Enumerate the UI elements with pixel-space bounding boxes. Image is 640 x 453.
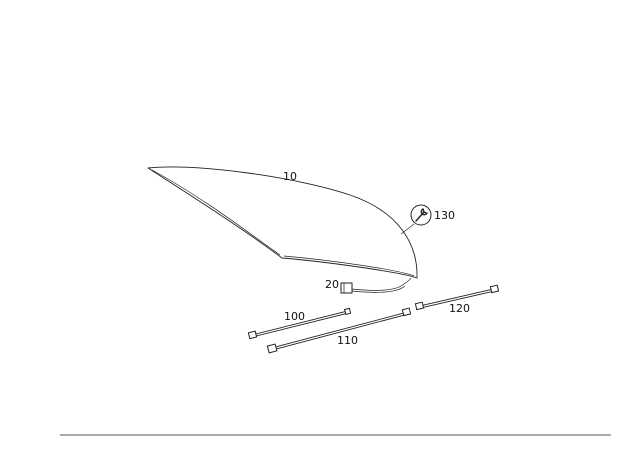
callout-windshield: 10 <box>283 170 297 183</box>
wrench-icon[interactable] <box>400 204 432 235</box>
strip-left-part[interactable] <box>247 307 352 340</box>
callout-connector: 20 <box>325 278 339 291</box>
strip-middle-part[interactable] <box>266 307 412 354</box>
strip-right-part[interactable] <box>414 284 500 311</box>
callout-strip-middle: 110 <box>337 334 358 347</box>
callout-tool: 130 <box>434 209 455 222</box>
callout-strip-right: 120 <box>449 302 470 315</box>
windshield-part[interactable] <box>147 166 418 279</box>
connector-part[interactable] <box>340 277 412 294</box>
callout-strip-left: 100 <box>284 310 305 323</box>
